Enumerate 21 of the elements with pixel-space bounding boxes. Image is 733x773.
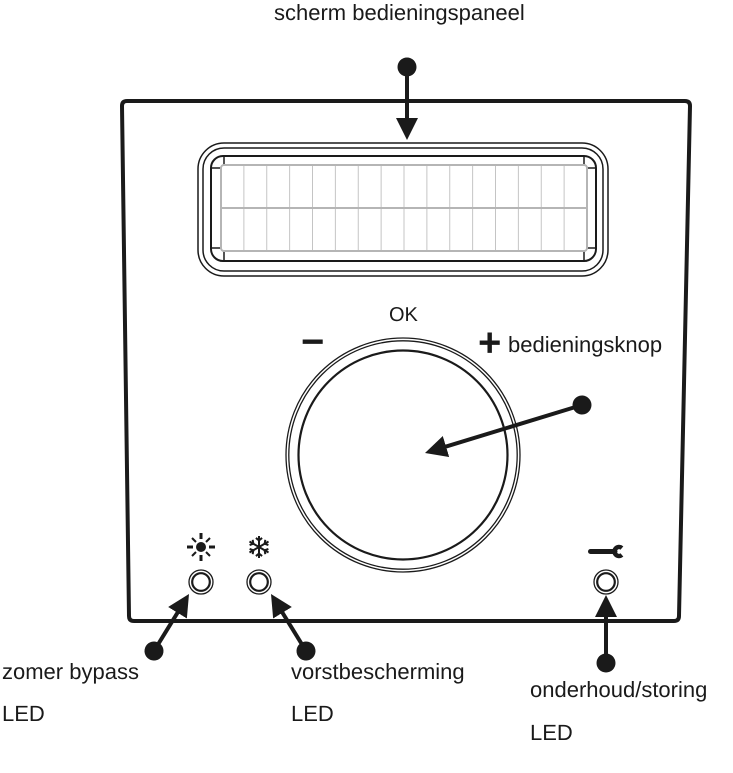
leader-line [271, 594, 316, 660]
callout-label: scherm bedieningspaneel [274, 0, 525, 26]
display-screen [197, 142, 609, 277]
plus-sign: + [478, 331, 502, 355]
led-indicator [246, 569, 272, 595]
callout-label: LED [291, 703, 334, 725]
callout-label: vorstbescherming [291, 661, 465, 683]
callout-label: zomer bypass [2, 661, 139, 683]
leader-line [396, 58, 418, 140]
leader-line [595, 595, 617, 672]
led-indicator [593, 569, 619, 595]
minus-sign: − [301, 330, 324, 354]
leader-line [425, 396, 592, 458]
led-indicator [188, 569, 214, 595]
knob-label: OK [389, 303, 418, 327]
callout-label: bedieningsknop [508, 332, 662, 358]
callout-label: LED [2, 703, 45, 725]
callout-label: onderhoud/storing [530, 679, 708, 701]
device-housing [119, 98, 692, 625]
callout-label: LED [530, 722, 573, 744]
leader-line [144, 594, 189, 660]
